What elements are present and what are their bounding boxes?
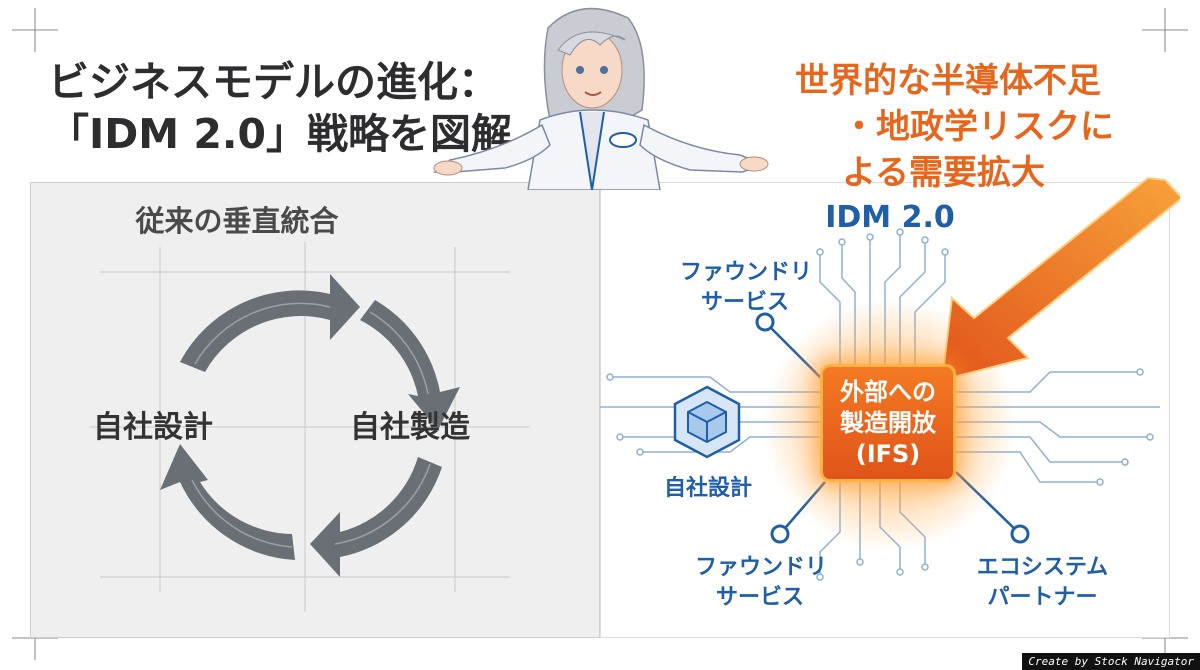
node-ecosystem-line2: パートナー [987, 585, 1098, 610]
cycle-label-in-house-design: 自社設計 [93, 410, 213, 445]
cycle-diagram [90, 242, 530, 612]
idm2-heading: IDM 2.0 [825, 200, 955, 235]
credit-badge: Create by Stock Navigator [1022, 653, 1200, 670]
node-foundry-bottom-line1: ファウンドリ [695, 555, 828, 580]
node-foundry-bottom-line2: サービス [715, 585, 804, 610]
node-foundry-top: ファウンドリ サービス [680, 258, 813, 318]
node-ecosystem-line1: エコシステム [976, 555, 1109, 580]
foundry-box-line3: (IFS) [855, 439, 921, 468]
node-foundry-top-line1: ファウンドリ [680, 260, 813, 285]
vertical-integration-panel [30, 182, 600, 638]
page-title-line2: 「IDM 2.0」戦略を図解 [48, 110, 512, 158]
foundry-box-line1: 外部への [840, 377, 936, 406]
node-foundry-bottom: ファウンドリ サービス [695, 553, 828, 613]
cycle-label-in-house-manufacturing: 自社製造 [350, 410, 470, 445]
page-title-line1: ビジネスモデルの進化： [48, 58, 499, 106]
foundry-opening-box: 外部への 製造開放 (IFS) [820, 364, 956, 482]
presenter-character-illustration [432, 7, 769, 190]
foundry-box-line2: 製造開放 [840, 408, 936, 437]
node-in-house-design: 自社設計 [663, 476, 752, 501]
node-foundry-top-line2: サービス [700, 290, 789, 315]
risk-text-line2: ・地政学リスクに [842, 107, 1114, 147]
risk-text-line1: 世界的な半導体不足 [795, 61, 1101, 101]
node-ecosystem-partner: エコシステム パートナー [970, 553, 1115, 613]
vertical-integration-heading: 従来の垂直統合 [135, 204, 339, 238]
cube-icon [673, 385, 741, 459]
risk-text-line3: よる需要拡大 [842, 153, 1045, 193]
